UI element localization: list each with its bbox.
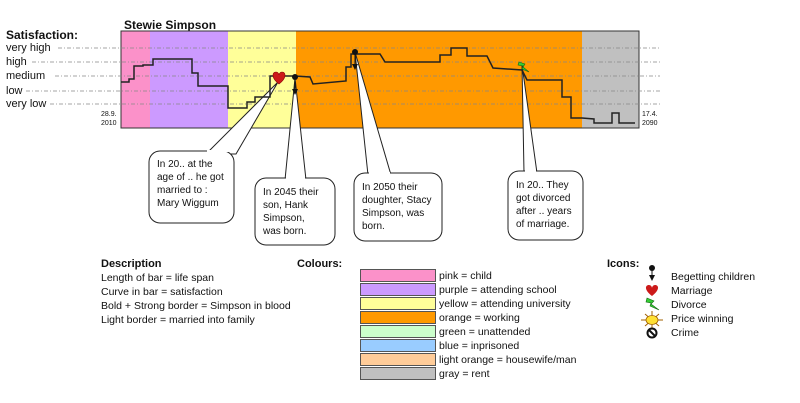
description-line: Curve in bar = satisfaction xyxy=(101,286,223,298)
level-very-low: very low xyxy=(6,98,47,110)
callout-stacy-birth: In 2050 their doughter, Stacy Simpson, w… xyxy=(356,177,444,237)
callout-line: In 20.. at the xyxy=(157,159,213,170)
colour-label: green = unattended xyxy=(439,326,531,338)
callout-marriage: In 20.. at the age of .. he got married … xyxy=(151,154,233,214)
level-medium: medium xyxy=(6,70,46,82)
colour-swatch xyxy=(360,339,436,352)
segment-rent xyxy=(582,31,639,128)
description-line: Length of bar = life span xyxy=(101,272,214,284)
level-low: low xyxy=(6,85,23,97)
colour-swatch xyxy=(360,297,436,310)
icons-title: Icons: xyxy=(607,258,640,270)
birth-date: 28.9. 2010 xyxy=(101,110,117,128)
callout-hank-birth: In 2045 their son, Hank Simpson, was bor… xyxy=(257,182,335,242)
colour-label: gray = rent xyxy=(439,368,490,380)
satisfaction-curve xyxy=(121,47,635,124)
callout-line: age of .. he got xyxy=(157,172,224,183)
begetting-children-icon xyxy=(352,49,358,70)
colour-label: orange = working xyxy=(439,312,520,324)
crime-prohibited-icon xyxy=(646,327,658,339)
colour-label: yellow = attending university xyxy=(439,298,571,310)
colour-label: blue = inprisoned xyxy=(439,340,520,352)
icon-label-crime: Crime xyxy=(671,327,699,339)
callout-line: In 2045 their xyxy=(263,187,319,198)
callout-line: born. xyxy=(362,221,385,232)
birth-date-year: 2010 xyxy=(101,120,117,127)
callout-divorce: In 20.. They got divorced after .. years… xyxy=(510,175,585,235)
callout-line: doughter, Stacy xyxy=(362,195,432,206)
marriage-heart-icon xyxy=(645,285,659,296)
segment-university xyxy=(228,31,296,128)
description-line: Bold + Strong border = Simpson in blood xyxy=(101,300,291,312)
level-guides xyxy=(26,47,660,105)
callout-line: In 2050 their xyxy=(362,182,418,193)
callout-line: Simpson, xyxy=(263,213,305,224)
begetting-children-icon xyxy=(649,265,655,281)
callout-line: of marriage. xyxy=(516,219,570,230)
colour-swatch xyxy=(360,283,436,296)
icon-label-begetting: Begetting children xyxy=(671,271,756,283)
marriage-heart-icon xyxy=(272,71,286,85)
callout-pointers xyxy=(204,51,538,181)
callout-line: was born. xyxy=(263,226,307,237)
death-date: 17.4. 2090 xyxy=(642,110,658,128)
icon-label-marriage: Marriage xyxy=(671,285,713,297)
birth-date-day: 28.9. xyxy=(101,111,117,118)
colour-swatch xyxy=(360,367,436,380)
callout-line: married to : xyxy=(157,185,208,196)
colour-label: purple = attending school xyxy=(439,284,557,296)
begetting-children-icon xyxy=(292,74,298,95)
colours-title: Colours: xyxy=(297,258,343,270)
colour-label: pink = child xyxy=(439,270,492,282)
death-date-day: 17.4. xyxy=(642,111,658,118)
colour-swatch xyxy=(360,269,436,282)
colour-swatch xyxy=(360,353,436,366)
colour-swatch xyxy=(360,311,436,324)
segment-child xyxy=(121,31,150,128)
level-very-high: very high xyxy=(6,42,51,54)
colour-swatch xyxy=(360,325,436,338)
callout-line: In 20.. They xyxy=(516,180,569,191)
death-date-year: 2090 xyxy=(642,120,658,127)
callout-line: after .. years xyxy=(516,206,572,217)
person-name: Stewie Simpson xyxy=(124,18,217,32)
description-line: Light border = married into family xyxy=(101,314,255,326)
callout-line: son, Hank xyxy=(263,200,309,211)
level-high: high xyxy=(6,56,27,68)
callout-line: Simpson, was xyxy=(362,208,425,219)
divorce-lightning-icon xyxy=(645,297,660,311)
colour-label: light orange = housewife/man xyxy=(439,354,577,366)
callout-line: Mary Wiggum xyxy=(157,198,219,209)
prize-sun-icon xyxy=(641,311,663,329)
icon-label-divorce: Divorce xyxy=(671,299,707,311)
segment-school xyxy=(150,31,228,128)
divorce-lightning-icon xyxy=(517,61,530,73)
description-title: Description xyxy=(101,258,162,270)
icon-label-prize: Price winning xyxy=(671,313,734,325)
satisfaction-title: Satisfaction: xyxy=(6,28,79,42)
callout-line: got divorced xyxy=(516,193,571,204)
life-bar-border xyxy=(120,30,640,129)
